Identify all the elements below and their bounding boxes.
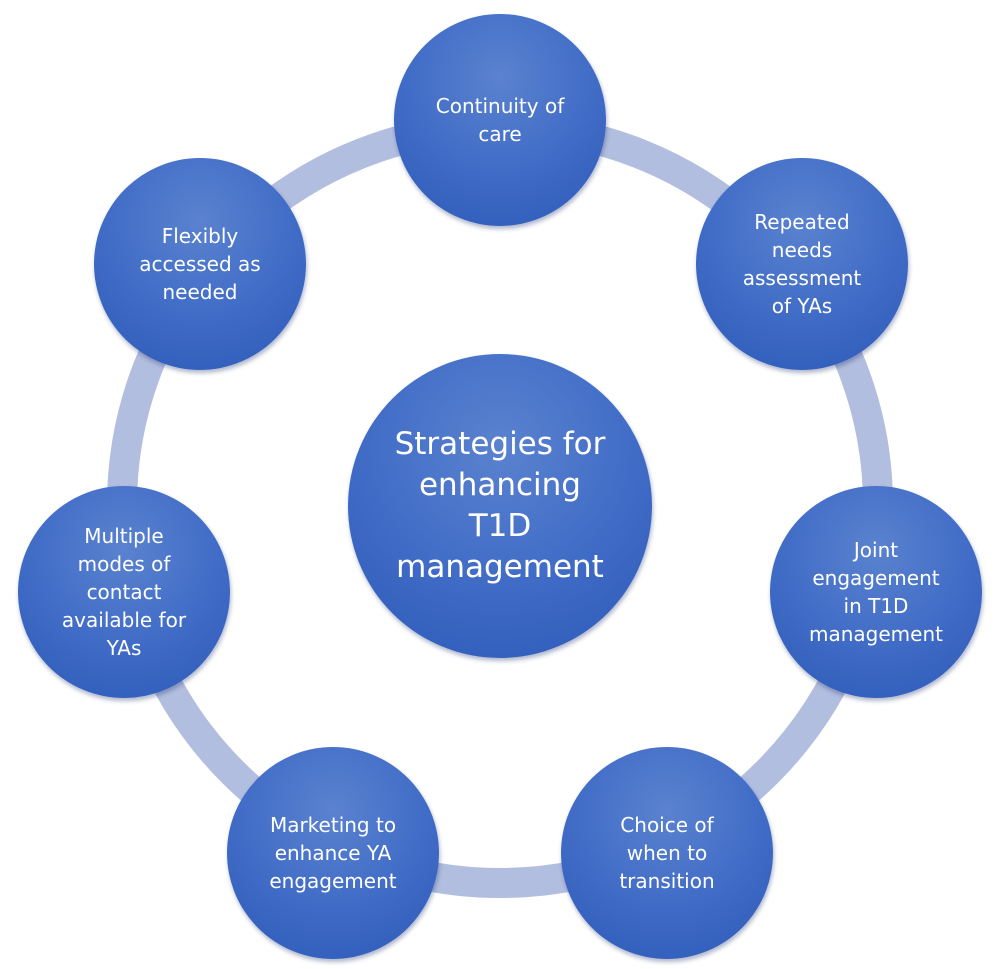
- node-repeated-needs-assessment: Repeated needs assessment of YAs: [696, 158, 908, 370]
- node-label: Choice of when to transition: [619, 813, 715, 893]
- node-continuity-of-care: Continuity of care: [394, 14, 606, 226]
- node-label: Joint engagement in T1D management: [809, 538, 943, 646]
- center-node: Strategies for enhancing T1D management: [348, 354, 652, 658]
- node-multiple-modes-of-contact: Multiple modes of contact available for …: [18, 486, 230, 698]
- center-node-label: Strategies for enhancing T1D management: [394, 426, 606, 585]
- node-flexibly-accessed: Flexibly accessed as needed: [94, 158, 306, 370]
- node-joint-engagement: Joint engagement in T1D management: [770, 486, 982, 698]
- node-label: Marketing to enhance YA engagement: [269, 813, 397, 893]
- node-label: Multiple modes of contact available for …: [61, 524, 187, 660]
- node-label: Repeated needs assessment of YAs: [742, 210, 862, 318]
- node-marketing: Marketing to enhance YA engagement: [227, 747, 439, 959]
- node-choice-of-transition: Choice of when to transition: [561, 747, 773, 959]
- node-label: Flexibly accessed as needed: [139, 224, 261, 304]
- node-label: Continuity of care: [435, 94, 565, 146]
